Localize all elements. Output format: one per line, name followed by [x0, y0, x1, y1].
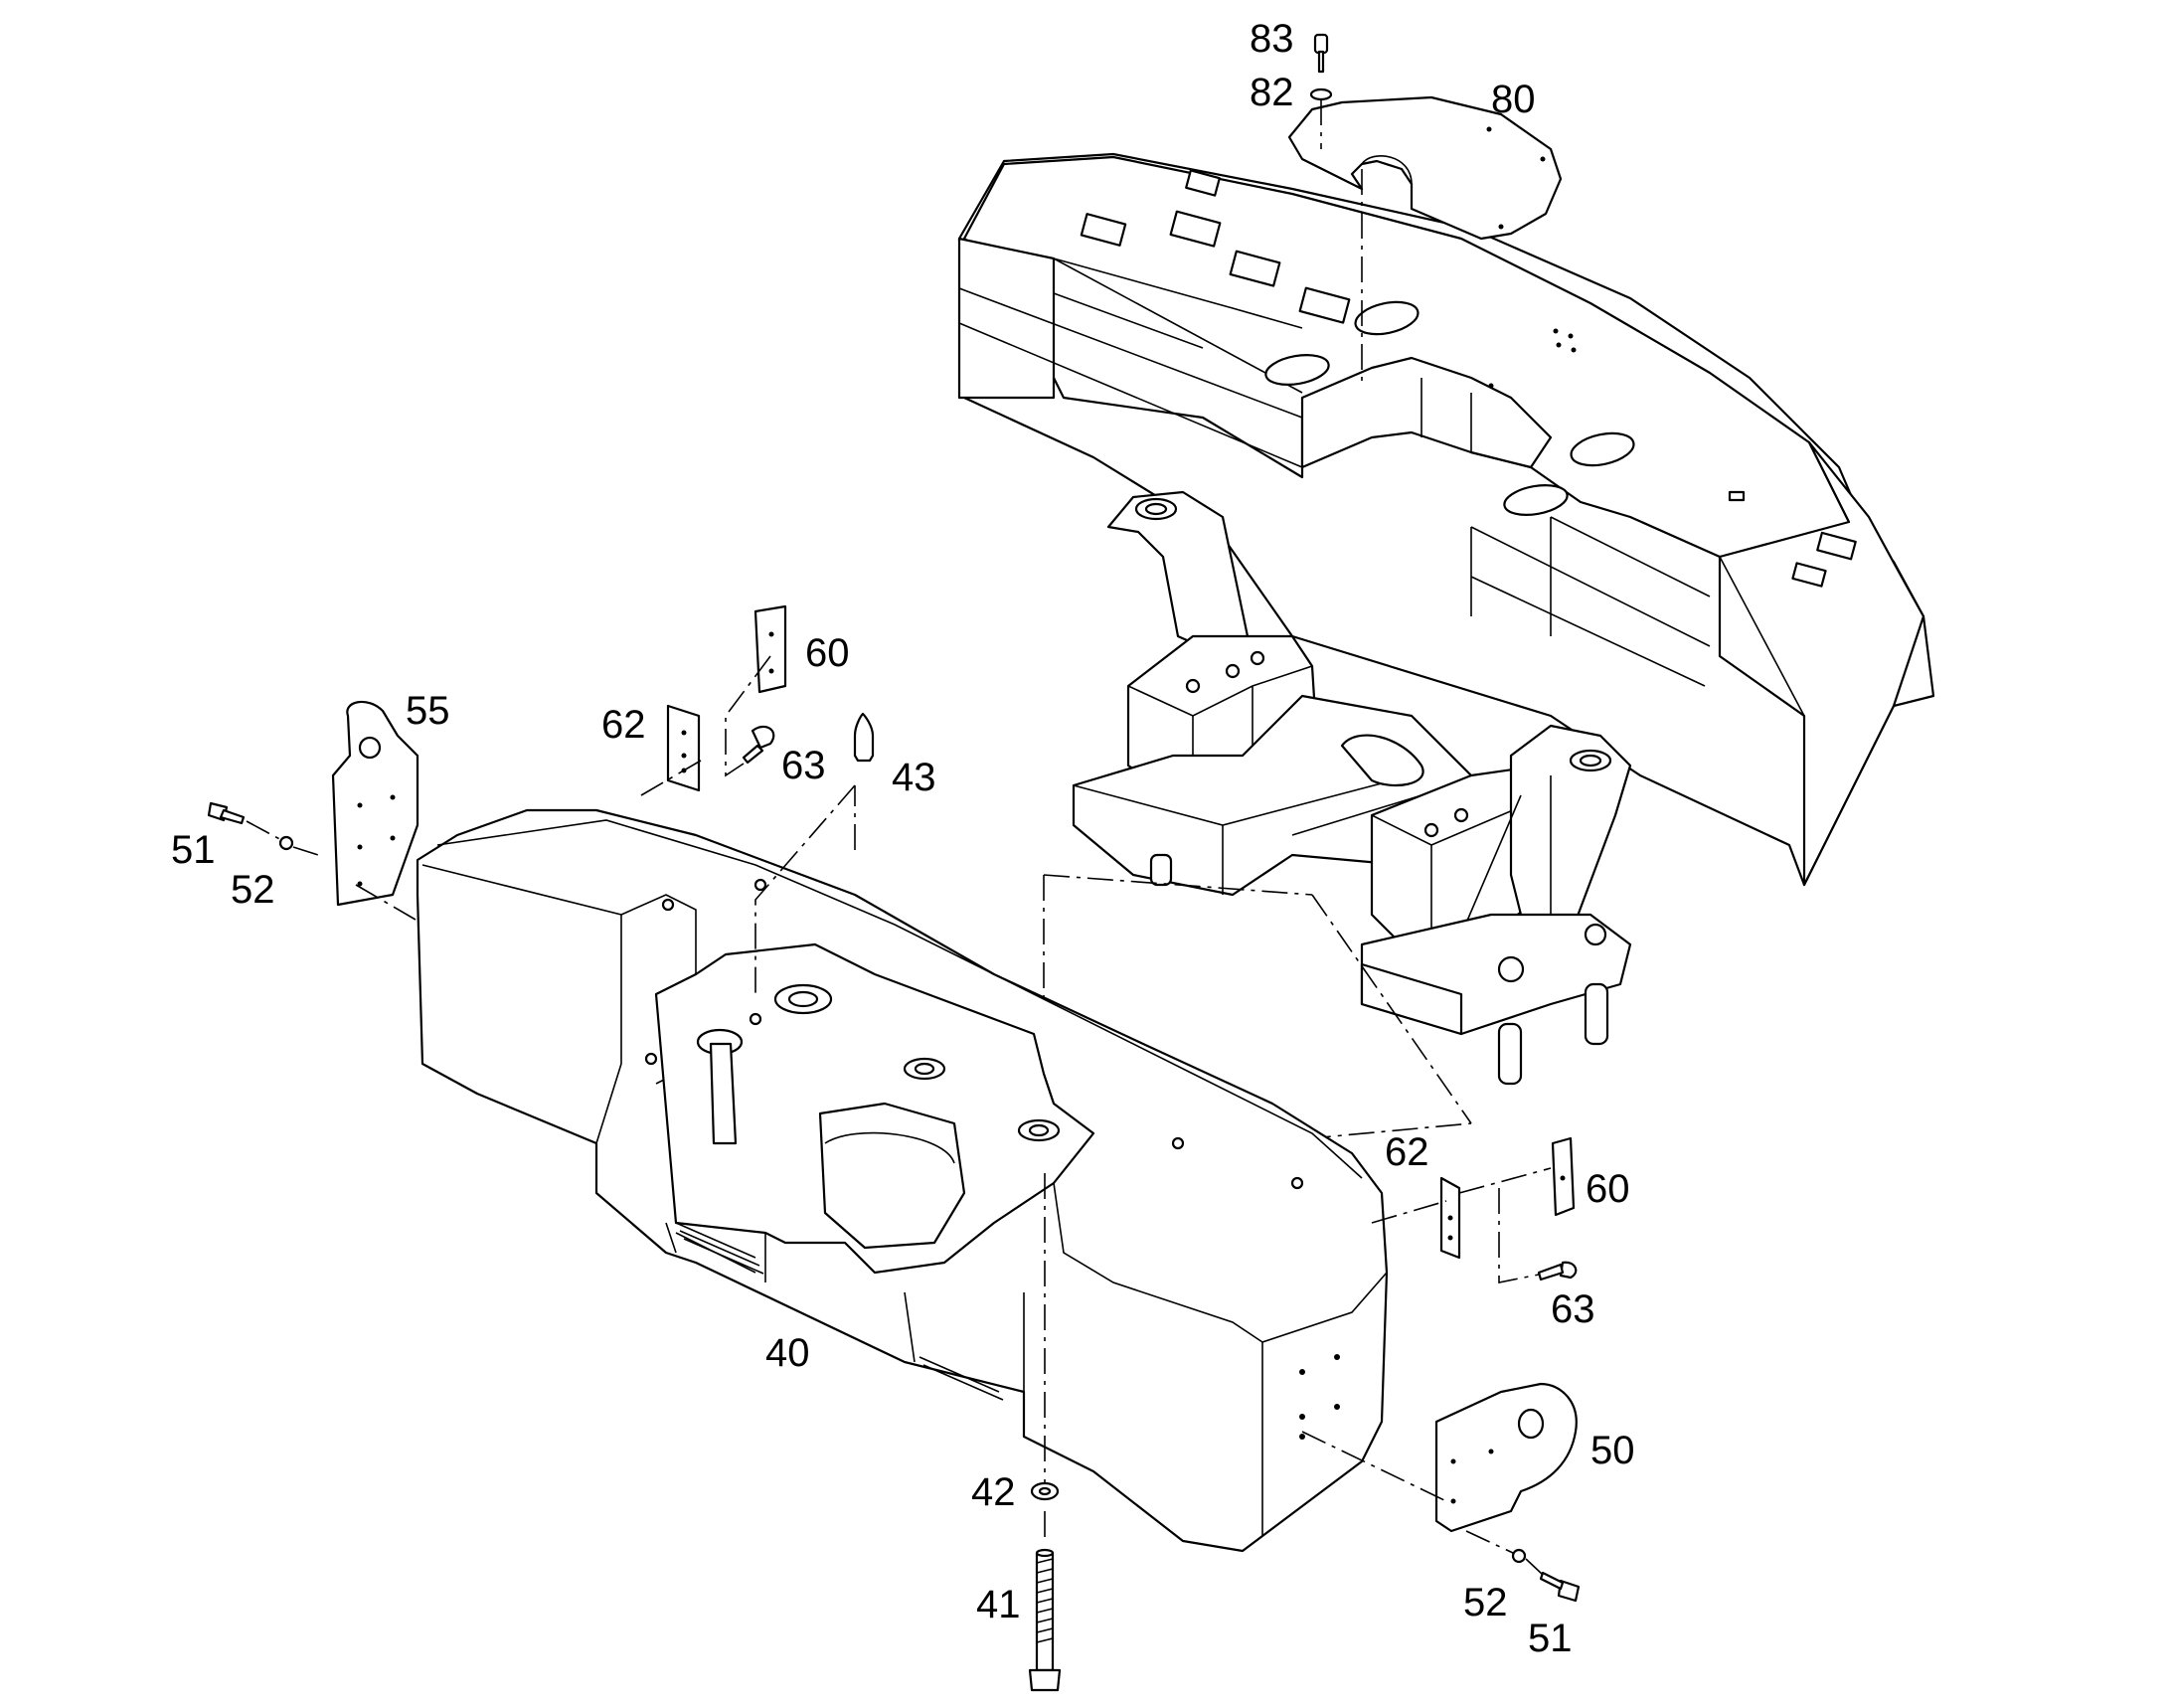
callout-60-left: 60 [805, 631, 850, 675]
callout-60-right: 60 [1586, 1167, 1630, 1211]
callout-52-left: 52 [231, 868, 275, 912]
screw-63-right [1537, 1261, 1578, 1281]
callout-62-left: 62 [601, 703, 646, 747]
plate-60-right [1551, 1136, 1576, 1217]
callout-82: 82 [1250, 71, 1294, 114]
plate-62-left [666, 704, 701, 792]
upper-frame [957, 152, 1935, 887]
callout-83: 83 [1250, 17, 1294, 61]
bolt-51-right [1539, 1571, 1581, 1603]
pin-43 [853, 712, 875, 763]
upper-frame-slots [1264, 300, 1635, 516]
callout-51-left: 51 [171, 828, 216, 872]
callout-41: 41 [976, 1583, 1021, 1626]
washer-52-left [278, 835, 294, 851]
callout-51-right: 51 [1528, 1617, 1573, 1660]
bolt-83 [1313, 33, 1329, 74]
callout-52-right: 52 [1463, 1581, 1508, 1624]
callout-40: 40 [765, 1331, 810, 1375]
axis-line-51-left [246, 820, 417, 921]
mounting-bracket [1072, 490, 1632, 1086]
callout-42: 42 [971, 1470, 1016, 1514]
callout-62-right: 62 [1385, 1130, 1429, 1174]
plate-60-left [753, 604, 787, 694]
callout-63-left: 63 [781, 744, 826, 787]
counterweight-40 [416, 808, 1389, 1553]
callout-63-right: 63 [1551, 1287, 1595, 1331]
lifting-eye-50 [1434, 1382, 1578, 1533]
callout-43: 43 [892, 756, 936, 799]
axis-line-60-left [640, 655, 771, 796]
plate-80 [1287, 95, 1563, 241]
bolt-51-left [207, 801, 246, 825]
washer-42 [1030, 1481, 1060, 1501]
axis-line-83 [1320, 99, 1363, 386]
lifting-eye-55 [331, 700, 419, 907]
axis-line-center [754, 784, 1046, 1541]
callout-80: 80 [1491, 78, 1536, 121]
callout-50: 50 [1590, 1429, 1635, 1472]
upper-frame-mount-pads [1080, 169, 1857, 588]
axis-line-60-right [1371, 1167, 1552, 1283]
washer-82 [1309, 87, 1333, 101]
bolt-41 [1028, 1548, 1062, 1692]
callout-labels: 83 82 80 60 55 62 63 43 51 52 62 60 63 4… [171, 17, 1635, 1660]
washer-52-right [1511, 1548, 1527, 1564]
plate-62-right [1439, 1176, 1461, 1260]
screw-63-left [742, 725, 775, 765]
callout-55: 55 [406, 689, 450, 733]
axis-line-51-right [1301, 1431, 1544, 1576]
